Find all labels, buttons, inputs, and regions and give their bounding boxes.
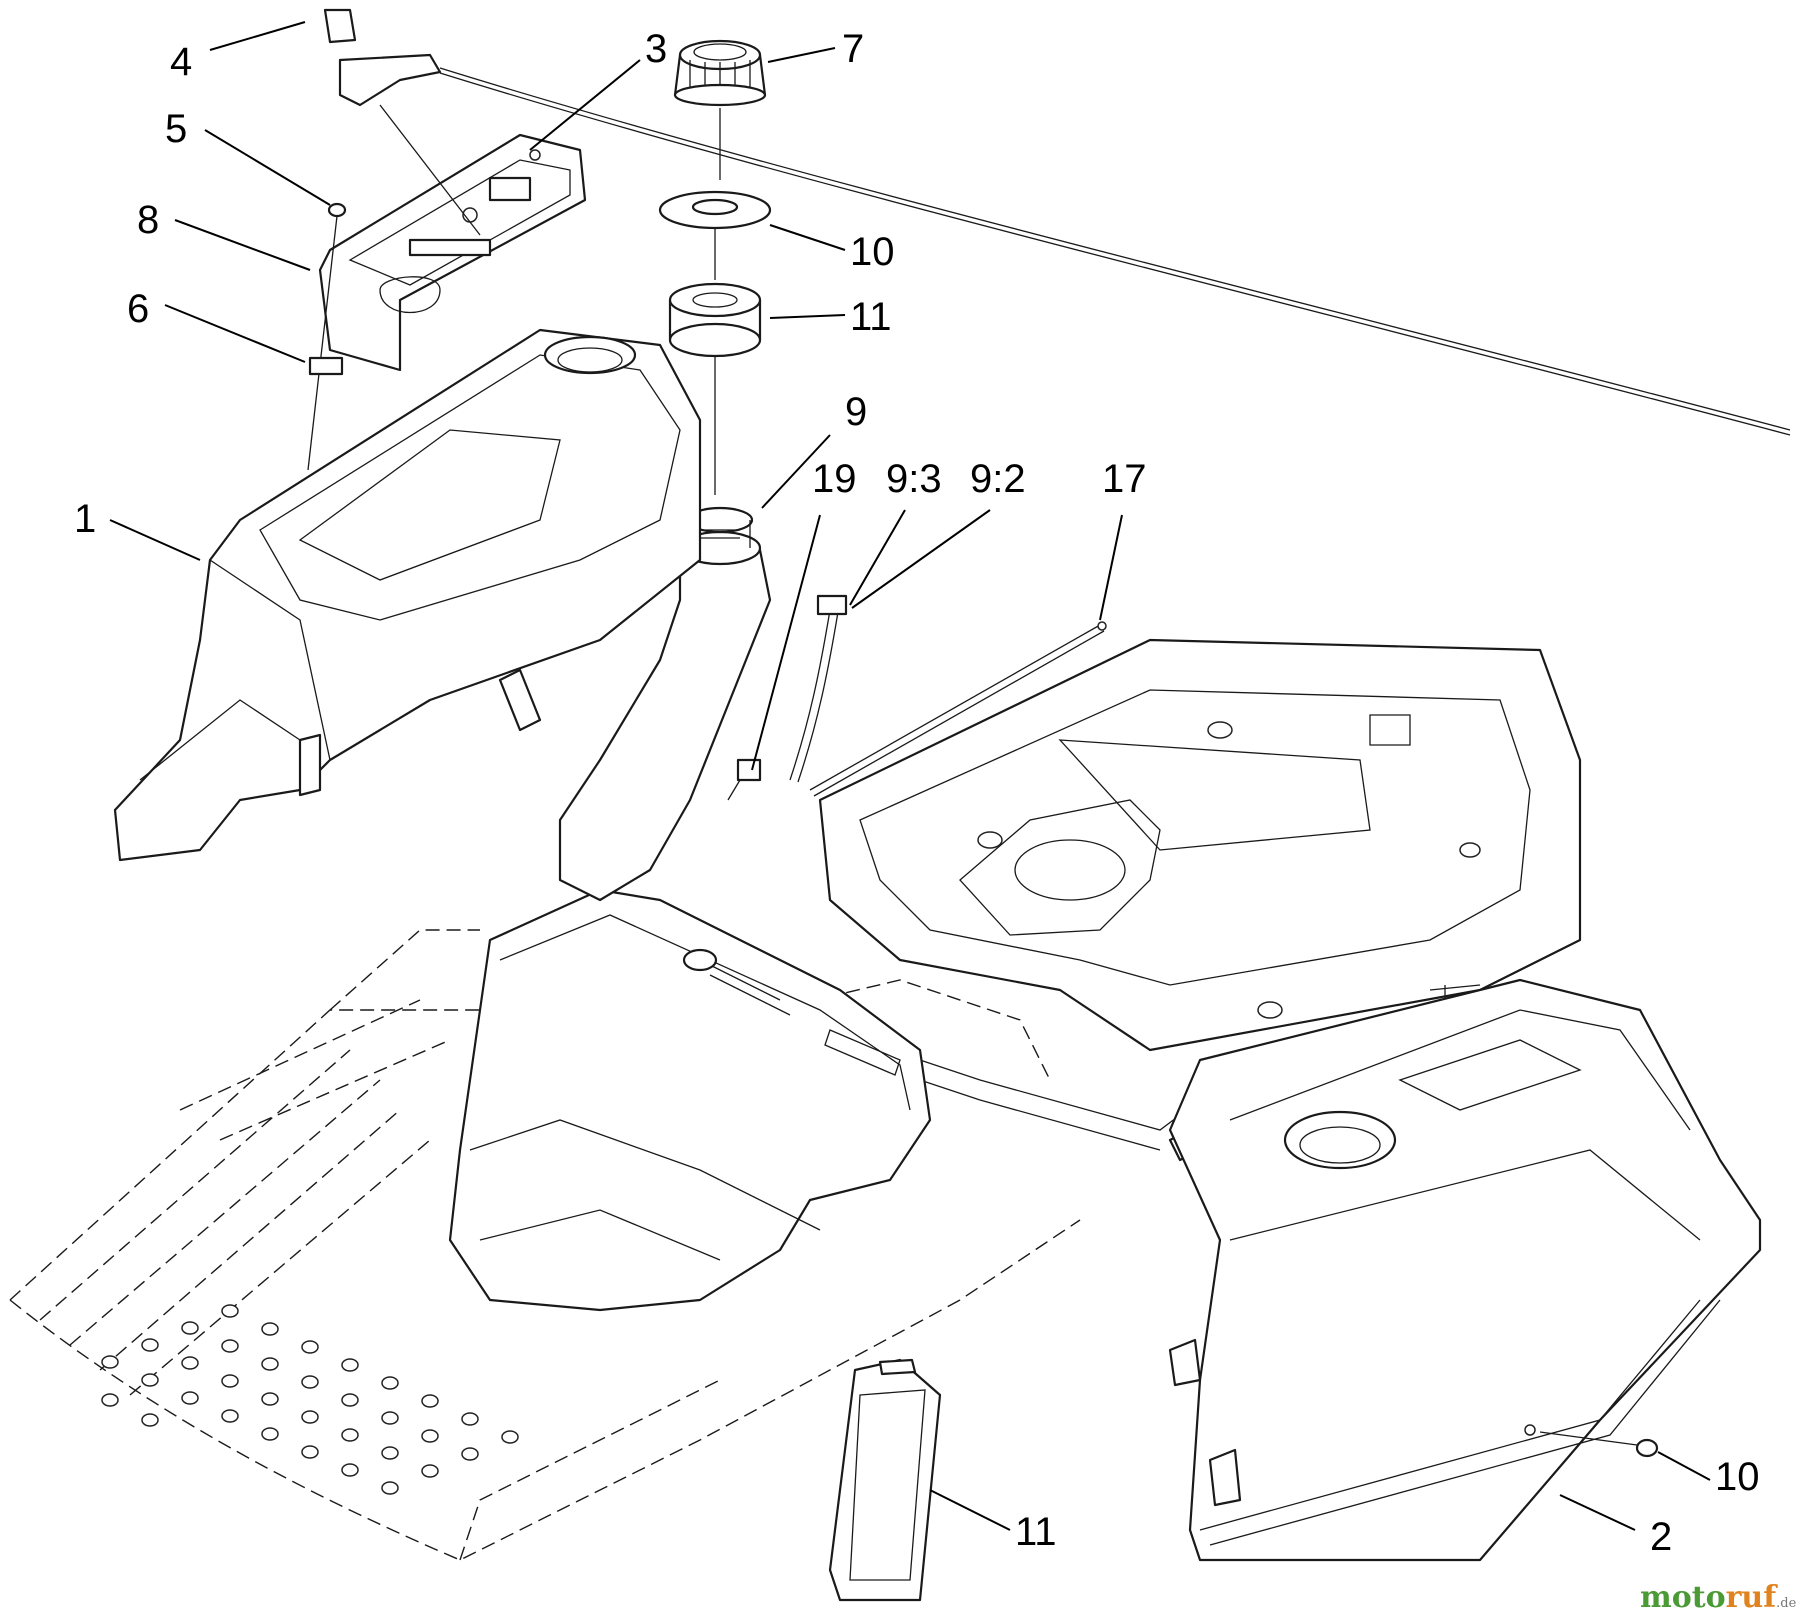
callout-labels: 4 5 8 6 1 3 7 10 11 9 19 9:3 9:2 17 10 1… <box>74 27 1760 1559</box>
console-plate <box>318 133 587 372</box>
callout-2: 2 <box>1650 1515 1672 1559</box>
bolt <box>1539 1431 1659 1458</box>
u-clip <box>308 356 344 376</box>
callout-13: 11 <box>850 295 892 339</box>
callout-6: 6 <box>127 287 149 331</box>
vent-hose <box>727 594 848 801</box>
callout-8: 8 <box>137 198 159 242</box>
watermark-suffix: .de <box>1776 1596 1796 1611</box>
callout-11: 11 <box>1015 1510 1057 1554</box>
fuel-tank <box>448 888 932 1312</box>
callout-5: 5 <box>165 107 187 151</box>
callout-12: 10 <box>850 230 895 274</box>
callout-10: 10 <box>1715 1455 1760 1499</box>
fuel-fill-neck <box>558 506 772 902</box>
fuel-cap-gasket <box>658 190 772 280</box>
callout-1: 1 <box>74 497 96 541</box>
callout-17: 17 <box>1102 457 1147 501</box>
callout-leaders <box>109 21 1711 1531</box>
fuel-cap <box>673 39 767 180</box>
lens-pad <box>828 1358 942 1602</box>
left-fender-housing <box>113 328 702 862</box>
floor-pan <box>9 929 1081 1561</box>
floor-pan-holes <box>101 1304 519 1495</box>
callout-3: 3 <box>645 27 667 71</box>
callout-7: 7 <box>842 27 864 71</box>
screw <box>307 202 347 471</box>
cable-tie <box>809 621 1107 797</box>
watermark-part1: moto <box>1640 1580 1726 1614</box>
callout-9-2: 9:2 <box>970 457 1026 501</box>
throttle-control <box>323 8 1791 436</box>
callout-4: 4 <box>170 40 192 84</box>
watermark-logo: motoruf.de <box>1640 1580 1797 1614</box>
watermark-part2: ruf <box>1726 1580 1779 1614</box>
callout-9-3: 9:3 <box>886 457 942 501</box>
callout-9: 9 <box>845 390 867 434</box>
callout-19: 19 <box>812 457 857 501</box>
fuel-neck-insulator <box>668 282 762 495</box>
svg-text:motoruf.de: motoruf.de <box>1640 1580 1797 1614</box>
right-fender-housing <box>1168 978 1762 1562</box>
